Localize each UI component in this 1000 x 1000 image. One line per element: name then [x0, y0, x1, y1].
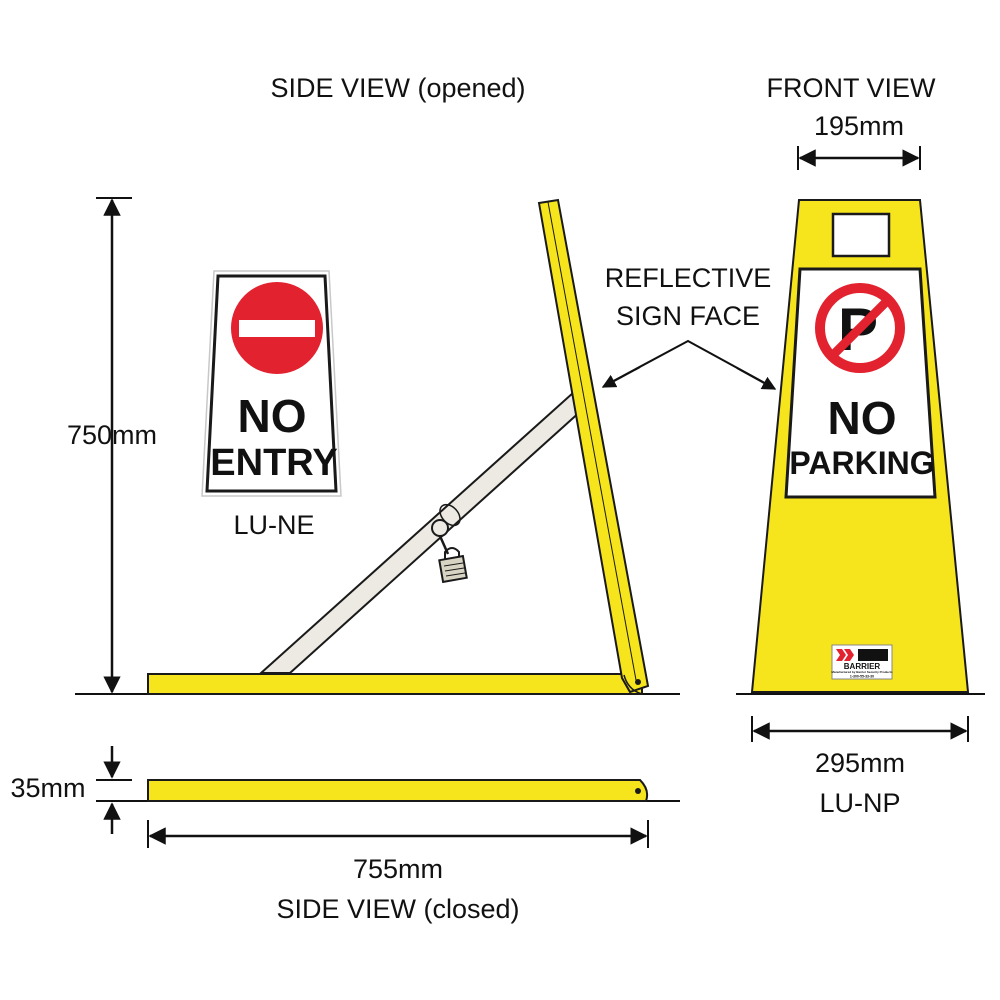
title-front-view: FRONT VIEW	[766, 73, 936, 103]
front-view-sign-board: P NO PARKING	[750, 199, 970, 693]
model-label-side: LU-NE	[233, 510, 314, 540]
no-entry-line2: ENTRY	[210, 442, 337, 484]
barrier-logo: BARRIER Manufactured by Barrier Security…	[831, 644, 893, 680]
opened-base-plate	[147, 673, 643, 695]
no-entry-sign: NO ENTRY	[201, 270, 342, 497]
model-label-front: LU-NP	[819, 788, 900, 818]
label-length: 755mm	[353, 854, 443, 884]
label-reflective-line1: REFLECTIVE	[605, 263, 772, 293]
label-thickness: 35mm	[10, 773, 85, 803]
base-width-dimension	[751, 716, 969, 742]
no-parking-line1: NO	[828, 392, 897, 444]
logo-phone: 1-300-55-33-30	[850, 675, 874, 679]
closed-thickness-dimension	[96, 746, 132, 834]
no-entry-line1: NO	[238, 390, 307, 442]
label-reflective-line2: SIGN FACE	[616, 301, 760, 331]
panel-inner-edge	[547, 201, 637, 681]
no-parking-symbol: P	[815, 283, 905, 373]
height-dimension	[96, 197, 132, 694]
label-front-width: 195mm	[814, 111, 904, 141]
title-side-view-opened: SIDE VIEW (opened)	[270, 73, 525, 103]
closed-sign-body	[147, 779, 649, 802]
opened-hinge-pin	[635, 679, 641, 685]
logo-tagline: Manufactured by Barrier Security Product…	[831, 670, 893, 674]
label-height: 750mm	[67, 420, 157, 450]
opened-hinge-curve	[623, 674, 643, 695]
reflective-callout-arrows	[601, 339, 777, 390]
no-parking-line2: PARKING	[789, 445, 934, 481]
label-base-width: 295mm	[815, 748, 905, 778]
padlock-icon	[431, 519, 468, 584]
length-dimension	[147, 820, 649, 848]
title-side-view-closed: SIDE VIEW (closed)	[276, 894, 519, 924]
handle-cutout	[831, 212, 891, 258]
front-width-dimension	[797, 146, 921, 170]
opened-sign-panel	[537, 198, 650, 694]
logo-brand: BARRIER	[844, 662, 881, 671]
